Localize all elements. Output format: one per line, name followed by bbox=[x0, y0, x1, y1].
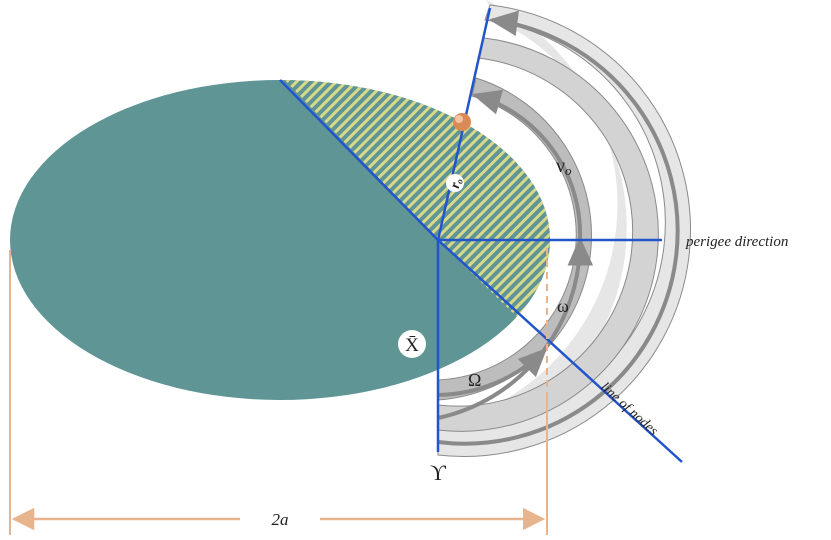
arc-guide-outer bbox=[437, 10, 680, 446]
position-vector-label: ro bbox=[446, 174, 465, 192]
outer-arc-band bbox=[438, 0, 627, 450]
satellite bbox=[453, 113, 471, 131]
raan-label: Ω bbox=[468, 370, 481, 390]
arg-perigee-label: ω bbox=[557, 296, 569, 316]
semi-major-axis-label: 2a bbox=[272, 510, 289, 529]
line-of-nodes bbox=[437, 239, 683, 463]
true-anomaly-label: νo bbox=[556, 155, 572, 178]
arc-guide-raan bbox=[437, 347, 548, 397]
vernal-equinox-label: ϒ bbox=[430, 460, 447, 485]
svg-text:X̄: X̄ bbox=[405, 335, 419, 356]
dimension-2a: 2a bbox=[9, 250, 548, 535]
hatched-region bbox=[280, 80, 550, 345]
line-to-top-left bbox=[279, 79, 439, 241]
inner-arc-band bbox=[437, 77, 592, 401]
svg-text:ro: ro bbox=[448, 176, 465, 190]
line-of-nodes-label: line of nodes bbox=[597, 380, 661, 439]
perigee-direction-label: perigee direction bbox=[685, 234, 788, 250]
angle-arcs bbox=[437, 0, 691, 457]
x-bar-badge: X̄ bbox=[398, 330, 426, 358]
arc-guide-true-anomaly bbox=[471, 89, 583, 241]
